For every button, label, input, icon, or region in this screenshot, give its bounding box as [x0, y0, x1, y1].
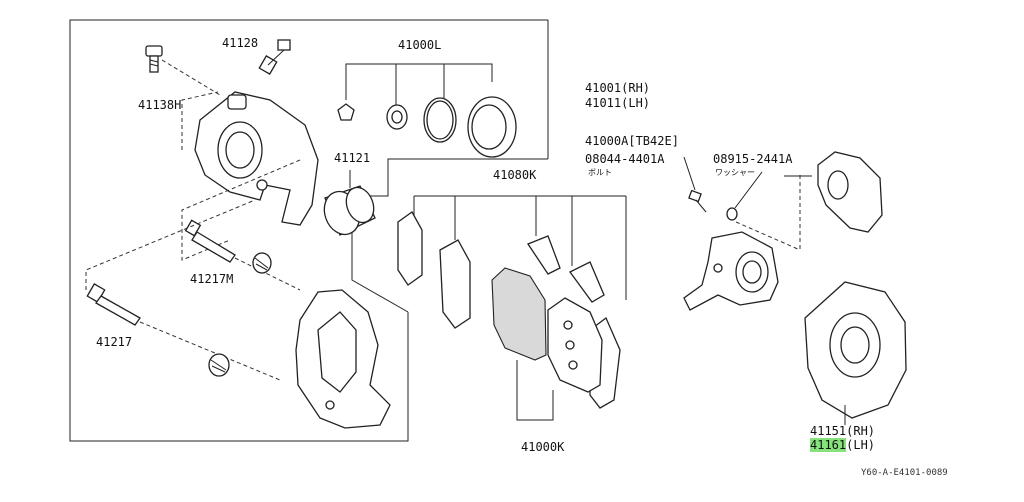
label-41151-rh: 41151(RH)	[810, 424, 876, 438]
label-bolt-jp: ボルト	[588, 168, 612, 177]
label-washer-jp: ワッシャー	[715, 168, 755, 177]
label-41161-side: (LH)	[846, 438, 876, 452]
label-41217: 41217	[96, 335, 133, 349]
label-41161-lh: 41161(LH)	[810, 438, 875, 452]
pin-boot-lower	[208, 353, 230, 377]
label-41217m: 41217M	[190, 272, 234, 286]
label-41138h: 41138H	[138, 98, 182, 112]
label-41001-rh: 41001(RH)	[585, 81, 651, 95]
label-41128: 41128	[222, 36, 259, 50]
washer-08915	[726, 171, 763, 221]
label-41000l: 41000L	[398, 38, 442, 52]
seal-kit-41000l	[337, 63, 517, 158]
pin-41217m	[184, 219, 301, 291]
steering-knuckle	[683, 175, 801, 311]
label-41011-lh: 41011(LH)	[585, 96, 651, 110]
torque-member	[295, 289, 391, 429]
bolt-08044	[683, 156, 707, 213]
piston-41121	[323, 170, 376, 236]
label-41000k: 41000K	[521, 440, 565, 454]
bolt-41138h	[145, 45, 221, 96]
label-41000a: 41000A[TB42E]	[585, 134, 679, 148]
pin-41217	[85, 199, 281, 381]
bleeder-screw-41128	[258, 39, 291, 75]
caliper-body	[194, 91, 319, 226]
label-41080k: 41080K	[493, 168, 537, 182]
label-08915: 08915-2441A	[713, 152, 793, 166]
diagram-reference: Y60-A-E4101-0089	[861, 468, 948, 478]
caliper-assembly-small	[784, 151, 883, 233]
pin-boot-upper	[252, 252, 272, 274]
brake-pads-41000k	[491, 267, 603, 421]
assembly-frame	[69, 19, 548, 442]
dust-cover-41151-41161	[804, 281, 907, 425]
label-41161-highlight: 41161	[810, 438, 847, 452]
label-41121: 41121	[334, 151, 371, 165]
label-08044: 08044-4401A	[585, 152, 665, 166]
